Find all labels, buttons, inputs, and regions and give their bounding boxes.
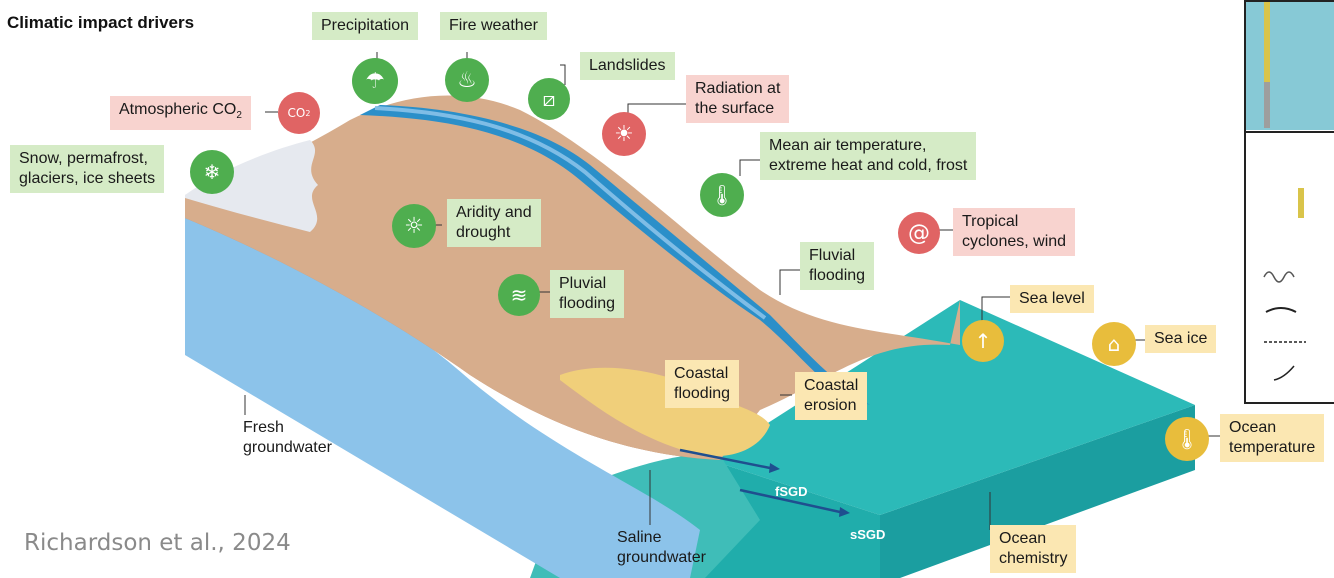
landslide-icon: ⧄ bbox=[528, 78, 570, 120]
rain-cloud-icon: ☂ bbox=[352, 58, 398, 104]
legend-gauge-symbol bbox=[1298, 188, 1304, 218]
ocean-thermometer-icon: 🌡 bbox=[1165, 417, 1209, 461]
snow-cloud-icon: ❄ bbox=[190, 150, 234, 194]
pluvial-flooding-label: Pluvial flooding bbox=[550, 270, 625, 318]
beach-sand bbox=[560, 367, 770, 457]
precipitation-label: Precipitation bbox=[312, 12, 419, 40]
river-highlight bbox=[374, 106, 767, 320]
landslides-pointer bbox=[560, 64, 566, 85]
ssgd-label: sSGD bbox=[850, 527, 886, 542]
legend-curve-symbol bbox=[1265, 307, 1297, 313]
legend-yellow-bar bbox=[1264, 2, 1270, 82]
fire-weather-label: Fire weather bbox=[440, 12, 547, 40]
saline-groundwater-label: Saline groundwater bbox=[617, 529, 706, 566]
fresh-groundwater-label: Fresh groundwater bbox=[243, 419, 332, 456]
sun-icon: ☼ bbox=[392, 204, 436, 248]
legend-grey-bar bbox=[1264, 82, 1270, 128]
cyclone-icon: @ bbox=[898, 212, 940, 254]
tropical-cyclones-label: Tropical cyclones, wind bbox=[953, 208, 1076, 256]
ocean-side-face bbox=[880, 405, 1195, 578]
mean-air-temp-pointer bbox=[739, 159, 760, 176]
ssgd-arrow bbox=[739, 488, 841, 514]
fluvial-pointer bbox=[779, 269, 800, 295]
legend-symbols bbox=[1246, 2, 1334, 381]
ocean-surface bbox=[710, 300, 1195, 515]
sun-radiation-icon: ☀ bbox=[602, 112, 646, 156]
sea-level-label: Sea level bbox=[1010, 285, 1094, 313]
co2-icon-text: CO bbox=[287, 106, 306, 120]
sea-ice-icon: ⌂ bbox=[1092, 322, 1136, 366]
ssgd-arrowhead bbox=[839, 507, 850, 517]
snow-permafrost-label: Snow, permafrost, glaciers, ice sheets bbox=[10, 145, 165, 193]
coastal-flooding-label: Coastal flooding bbox=[665, 360, 740, 408]
coastal-erosion-label: Coastal erosion bbox=[795, 372, 868, 420]
legend-wave-symbol bbox=[1263, 271, 1295, 283]
waves-icon: ≋ bbox=[498, 274, 540, 316]
radiation-label: Radiation at the surface bbox=[686, 75, 790, 123]
fsgd-label: fSGD bbox=[775, 484, 808, 499]
atmospheric-co2-label: Atmospheric CO2 bbox=[110, 96, 251, 131]
legend-water-swatch bbox=[1246, 2, 1334, 130]
mean-air-temperature-label: Mean air temperature, extreme heat and c… bbox=[760, 132, 977, 180]
landslides-label: Landslides bbox=[580, 52, 675, 80]
flame-icon: ♨ bbox=[445, 58, 489, 102]
atmospheric-co2-text: Atmospheric CO bbox=[119, 101, 237, 118]
diagram-title: Climatic impact drivers bbox=[7, 13, 195, 32]
citation-text: Richardson et al., 2024 bbox=[24, 530, 291, 556]
sea-level-pointer bbox=[981, 296, 1010, 322]
aridity-drought-label: Aridity and drought bbox=[447, 199, 541, 247]
fsgd-arrow bbox=[679, 448, 771, 470]
sea-ice-label: Sea ice bbox=[1145, 325, 1217, 353]
cropped-legend-panel bbox=[1244, 0, 1334, 404]
ocean-chemistry-label: Ocean chemistry bbox=[990, 525, 1077, 573]
atmospheric-co2-subscript: 2 bbox=[236, 110, 242, 122]
legend-curved-arrow bbox=[1273, 365, 1295, 381]
co2-icon-subscript: 2 bbox=[305, 108, 311, 118]
fluvial-flooding-label: Fluvial flooding bbox=[800, 242, 875, 290]
up-arrow-icon: ↑ bbox=[962, 320, 1004, 362]
fsgd-arrowhead bbox=[769, 463, 780, 473]
thermometer-icon: 🌡 bbox=[700, 173, 744, 217]
snow-cap bbox=[185, 140, 318, 232]
ocean-temperature-label: Ocean temperature bbox=[1220, 414, 1325, 462]
fresh-groundwater-zone bbox=[185, 200, 700, 578]
